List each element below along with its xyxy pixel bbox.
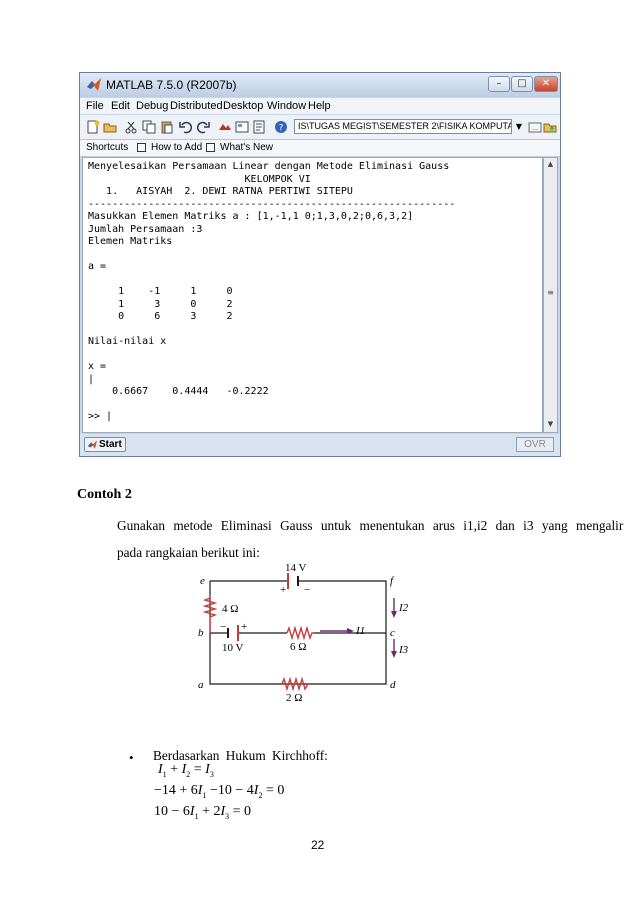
equation-2: −14 + 6I1 −10 − 4I2 = 0 <box>154 783 285 800</box>
paste-icon[interactable] <box>160 120 174 134</box>
command-line: 0 6 3 2 <box>88 311 233 322</box>
scroll-up-icon[interactable]: ▲ <box>547 160 554 168</box>
scroll-grip-icon[interactable]: ≡ <box>547 288 554 297</box>
command-line: ----------------------------------------… <box>88 198 456 210</box>
title-bar: MATLAB 7.5.0 (R2007b) – □ ✕ <box>80 73 560 97</box>
help-icon[interactable]: ? <box>274 120 288 134</box>
node-b-label: b <box>198 627 204 639</box>
shortcut-how-to-add[interactable]: How to Add <box>151 142 203 153</box>
close-button[interactable]: ✕ <box>534 76 558 92</box>
redo-icon[interactable] <box>196 120 210 134</box>
menu-desktop[interactable]: Desktop <box>223 100 264 112</box>
resistor-left-label: 4 Ω <box>222 603 238 615</box>
status-bar: Start OVR <box>80 434 560 456</box>
current-i3-label: I3 <box>398 644 409 656</box>
equation-3: 10 − 6I1 + 2I3 = 0 <box>154 804 252 821</box>
section-heading: Contoh 2 <box>77 487 132 502</box>
command-line: Menyelesaikan Persamaan Linear dengan Me… <box>88 161 450 172</box>
command-line: 1. AISYAH 2. DEWI RATNA PERTIWI SITEPU <box>88 186 353 197</box>
command-line: Jumlah Persamaan :3 <box>88 223 203 235</box>
menu-bar: File Edit Debug Distributed Desktop Wind… <box>80 98 560 114</box>
svg-text:...: ... <box>532 125 538 132</box>
ovr-indicator: OVR <box>516 437 554 452</box>
command-line: 0.6667 0.4444 -0.2222 <box>88 386 269 397</box>
current-i1-label: I1 <box>355 625 365 637</box>
menu-window[interactable]: Window <box>267 100 307 112</box>
page-number: 22 <box>311 838 325 852</box>
command-line: 1 3 0 2 <box>88 298 233 310</box>
toolbar: ? IS\TUGAS MEGIST\SEMESTER 2\FISIKA KOMP… <box>80 115 560 140</box>
command-line: Nilai-nilai x <box>88 336 167 347</box>
maximize-button[interactable]: □ <box>511 76 533 92</box>
resistor-bottom-label: 2 Ω <box>286 692 302 704</box>
start-label: Start <box>99 439 122 450</box>
shortcuts-bar: Shortcuts How to Add What's New <box>80 140 560 157</box>
minimize-button[interactable]: – <box>488 76 510 92</box>
bullet-text: Berdasarkan Hukum Kirchhoff: <box>153 748 328 763</box>
source-top-label: 14 V <box>285 562 307 574</box>
minus-sign: − <box>304 584 310 596</box>
plus-sign: + <box>280 584 286 596</box>
command-line: Elemen Matriks <box>88 236 173 247</box>
command-prompt[interactable]: >> | <box>88 411 113 422</box>
plus-sign: + <box>241 621 247 633</box>
browse-folder-icon[interactable]: ... <box>528 120 542 134</box>
shortcut-whats-new[interactable]: What's New <box>220 142 274 153</box>
menu-distributed[interactable]: Distributed <box>170 100 223 112</box>
start-button[interactable]: Start <box>84 437 126 452</box>
matlab-window: MATLAB 7.5.0 (R2007b) – □ ✕ File Edit De… <box>79 72 561 457</box>
matlab-logo-icon <box>87 78 101 91</box>
menu-help[interactable]: Help <box>308 100 331 112</box>
node-a-label: a <box>198 679 204 691</box>
window-title: MATLAB 7.5.0 (R2007b) <box>106 78 237 92</box>
open-folder-icon[interactable] <box>103 120 117 134</box>
matlab-logo-icon <box>88 440 97 449</box>
current-i2-label: I2 <box>398 602 409 614</box>
command-line: 1 -1 1 0 <box>88 286 233 297</box>
menu-file[interactable]: File <box>86 100 104 112</box>
copy-icon[interactable] <box>142 120 156 134</box>
node-c-label: c <box>390 627 395 639</box>
bullet-icon: • <box>129 750 134 765</box>
command-window[interactable]: Menyelesaikan Persamaan Linear dengan Me… <box>82 157 543 433</box>
source-mid-label: 10 V <box>222 642 244 654</box>
shortcuts-label[interactable]: Shortcuts <box>86 142 129 153</box>
menu-debug[interactable]: Debug <box>136 100 169 112</box>
current-folder-input[interactable]: IS\TUGAS MEGIST\SEMESTER 2\FISIKA KOMPUT… <box>294 119 512 134</box>
command-line: a = <box>88 261 107 272</box>
simulink-icon[interactable] <box>218 120 232 134</box>
shortcut-whats-new-icon <box>206 143 215 152</box>
new-file-icon[interactable] <box>86 120 100 134</box>
equation-1: I1 + I2 = I3 <box>158 762 214 779</box>
command-line: x = <box>88 361 107 372</box>
shortcut-how-to-add-icon <box>137 143 146 152</box>
paragraph-line-1: Gunakan metode Eliminasi Gauss untuk men… <box>117 518 624 533</box>
command-line: Masukkan Elemen Matriks a : [1,-1,1 0;1,… <box>88 211 414 222</box>
scroll-down-icon[interactable]: ▼ <box>547 420 554 428</box>
menu-edit[interactable]: Edit <box>111 100 130 112</box>
up-folder-icon[interactable] <box>543 120 557 134</box>
node-d-label: d <box>390 679 396 691</box>
svg-text:?: ? <box>279 124 284 134</box>
profiler-icon[interactable] <box>252 120 266 134</box>
chevron-down-icon[interactable]: ▼ <box>515 122 523 131</box>
circuit-diagram: e f b c a d 14 V + − 4 Ω − + 10 V 6 Ω 2 … <box>198 562 409 704</box>
vertical-scrollbar[interactable]: ▲ ≡ ▼ <box>543 157 558 433</box>
node-e-label: e <box>200 575 205 587</box>
guide-icon[interactable] <box>235 120 249 134</box>
minus-sign: − <box>220 621 226 633</box>
node-f-label: f <box>390 575 395 587</box>
paragraph-line-2: pada rangkaian berikut ini: <box>117 545 260 560</box>
resistor-mid-label: 6 Ω <box>290 641 306 653</box>
command-line: | <box>88 373 95 385</box>
cut-icon[interactable] <box>124 120 138 134</box>
undo-icon[interactable] <box>179 120 193 134</box>
command-line: KELOMPOK VI <box>88 173 311 185</box>
